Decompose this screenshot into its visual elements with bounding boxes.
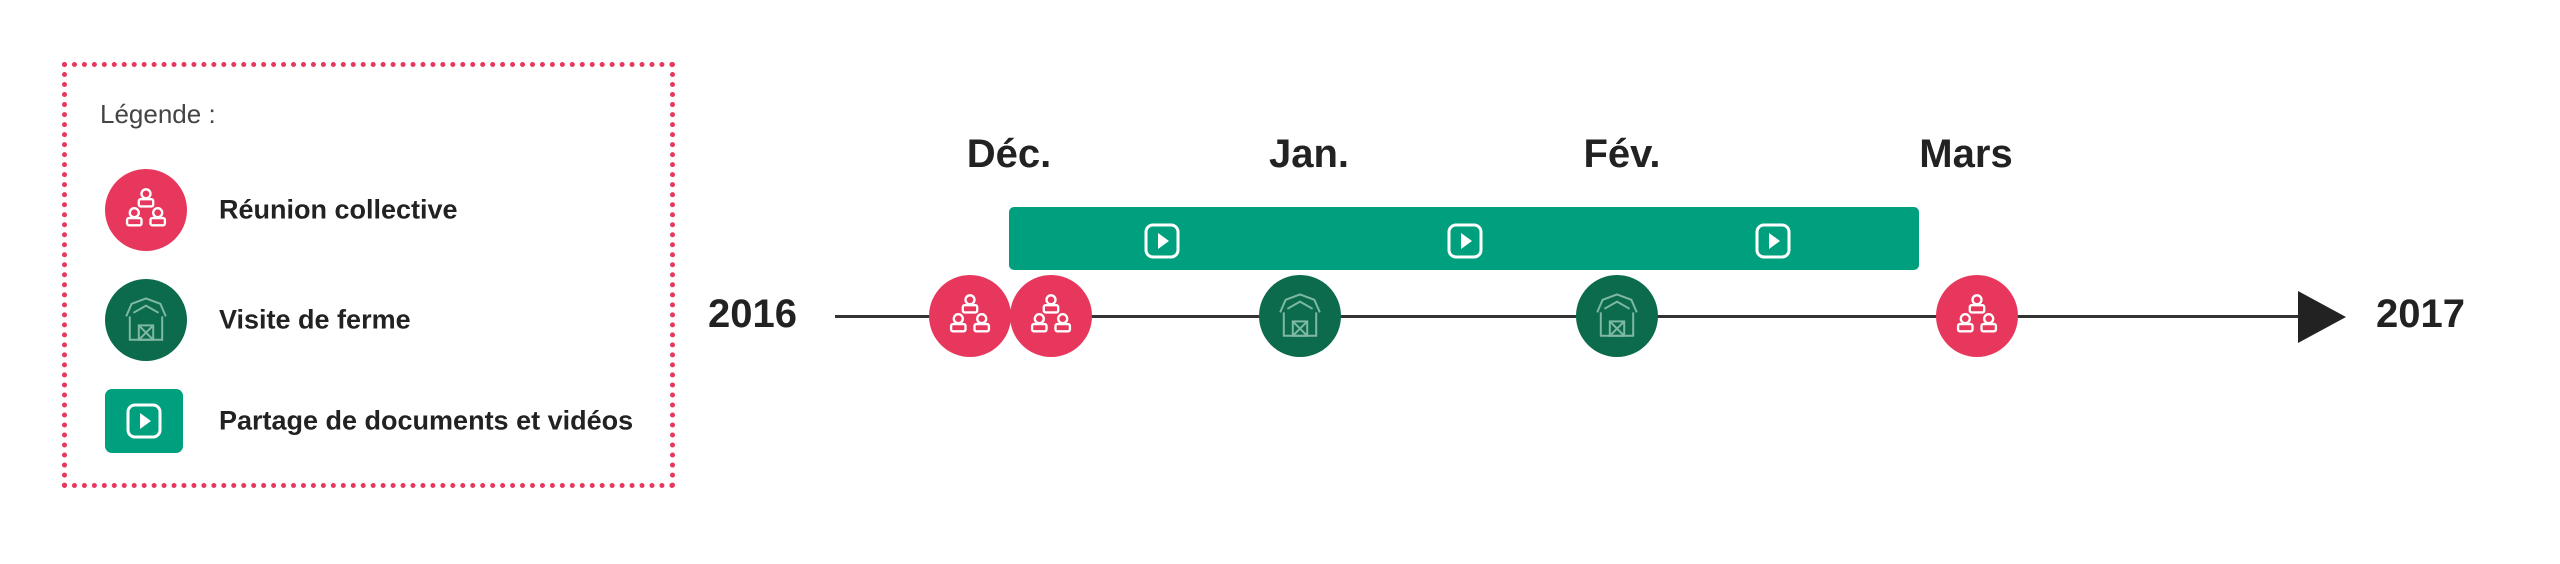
legend-item-reunion: Réunion collective	[105, 169, 665, 251]
timeline-arrowhead	[2298, 291, 2346, 343]
play-icon	[105, 389, 183, 453]
legend-item-label: Partage de documents et vidéos	[219, 405, 634, 436]
event-reunion-marker	[1936, 275, 2018, 357]
start-year: 2016	[708, 292, 797, 336]
play-icon	[1753, 221, 1793, 266]
end-year: 2017	[2376, 292, 2465, 336]
barn-icon	[105, 279, 187, 361]
play-icon	[1445, 221, 1485, 266]
barn-icon	[1590, 289, 1644, 343]
event-reunion-marker	[1010, 275, 1092, 357]
legend-item-visite: Visite de ferme	[105, 279, 665, 361]
legend-title: Légende :	[100, 99, 216, 129]
sharing-period-bar	[1009, 207, 1919, 270]
people-group-icon	[1024, 289, 1078, 343]
legend-item-label: Réunion collective	[219, 194, 458, 225]
play-icon	[1142, 221, 1182, 266]
month-label-dec: Déc.	[966, 132, 1052, 176]
people-group-icon	[1950, 289, 2004, 343]
event-visite-marker	[1576, 275, 1658, 357]
legend-item-label: Visite de ferme	[219, 304, 411, 335]
people-group-icon	[105, 169, 187, 251]
people-group-icon	[943, 289, 997, 343]
month-label-jan: Jan.	[1268, 132, 1350, 176]
timeline-axis	[835, 315, 2310, 318]
event-visite-marker	[1259, 275, 1341, 357]
event-reunion-marker	[929, 275, 1011, 357]
legend-item-partage: Partage de documents et vidéos	[105, 389, 665, 453]
month-label-fev: Fév.	[1583, 132, 1661, 176]
legend-box: Légende : Réunion collective Visite de f…	[62, 62, 675, 488]
barn-icon	[1273, 289, 1327, 343]
month-label-mars: Mars	[1919, 132, 2013, 176]
